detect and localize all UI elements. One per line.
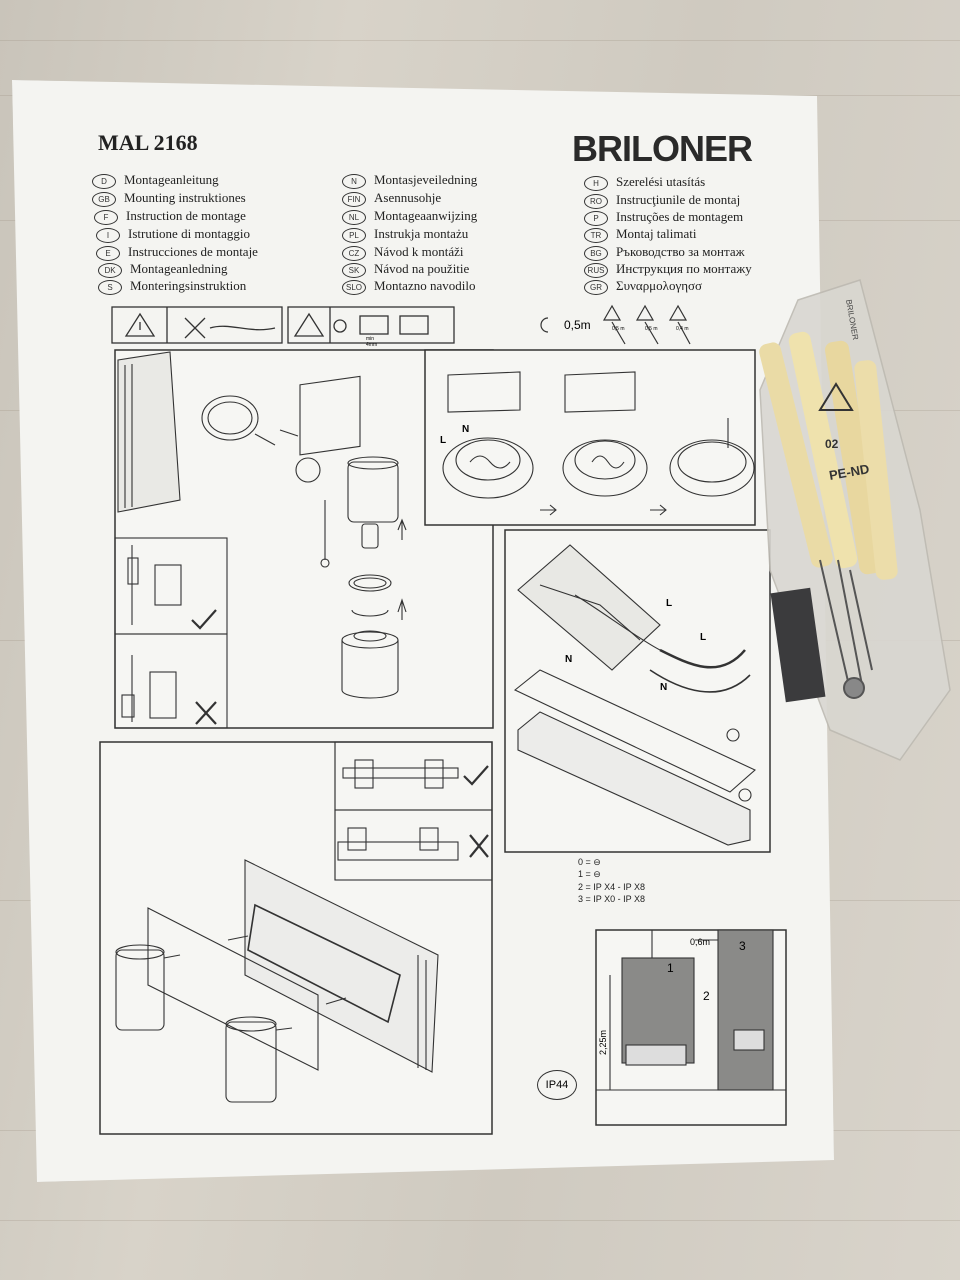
live-label: L <box>440 435 446 446</box>
ip-rating-badge: IP44 <box>537 1070 577 1100</box>
zone-number-1: 1 <box>667 961 674 975</box>
no-cut-icon <box>184 317 206 339</box>
recycle-code: 02 <box>825 437 839 451</box>
lamp-distance-icon <box>540 317 549 333</box>
svg-text:0,4 m: 0,4 m <box>676 326 689 332</box>
wire-mm-label: 4mm <box>366 342 377 348</box>
brand-logo: BRILONER <box>572 128 753 169</box>
panel-orientation-wrong <box>114 633 228 729</box>
check-icon <box>463 765 489 786</box>
wall-plugs <box>759 331 898 580</box>
zone-legend-0: 0 = ⊖ <box>578 857 601 867</box>
mounting-rail <box>247 903 401 1024</box>
zone-distance-label: 0,6m <box>690 937 710 947</box>
warning-triangle-icon <box>293 312 325 337</box>
neutral-label: N <box>462 424 469 435</box>
check-icon <box>191 609 217 630</box>
bulb <box>361 523 379 549</box>
warning-triangle-icon <box>124 312 156 337</box>
screws <box>819 559 873 699</box>
cross-icon <box>469 834 489 858</box>
svg-text:L: L <box>700 632 706 643</box>
recycle-icon <box>818 382 854 411</box>
panel-wiring-box <box>424 349 756 526</box>
anchor-block <box>770 587 826 703</box>
warning-box-1 <box>111 306 283 344</box>
mounting-plate <box>201 395 259 441</box>
ground-icon <box>726 728 740 742</box>
bag-material-label: PE-ND <box>828 461 870 483</box>
cross-icon <box>195 701 217 725</box>
model-number: MAL 2168 <box>98 130 198 155</box>
lamp-shade <box>347 461 399 523</box>
zone-height-label: 2,25m <box>598 1030 608 1055</box>
glass-shade <box>341 640 399 699</box>
hardware-bag: 02 PE-ND BRILONER <box>759 279 951 761</box>
svg-text:0,5 m: 0,5 m <box>612 326 625 332</box>
svg-text:0,5 m: 0,5 m <box>645 326 658 332</box>
svg-text:N: N <box>565 654 572 665</box>
ground-icon <box>333 319 347 333</box>
wire-min-label: min <box>366 336 374 342</box>
distance-label: 0,5m <box>564 318 591 332</box>
warning-box-2 <box>287 306 455 344</box>
svg-text:L: L <box>666 598 672 609</box>
ground-icon <box>738 788 752 802</box>
gasket-ring <box>348 574 392 592</box>
zone-legend-1: 1 = ⊖ <box>578 869 601 879</box>
zone-legend-3: 3 = IP X0 - IP X8 <box>578 894 645 904</box>
zone-number-2: 2 <box>703 989 710 1003</box>
zone-legend-2: 2 = IP X4 - IP X8 <box>578 882 645 892</box>
zone-number-3: 3 <box>739 939 746 953</box>
svg-text:N: N <box>660 682 667 693</box>
zone-3 <box>717 929 774 1091</box>
backplate-rail <box>513 669 756 793</box>
